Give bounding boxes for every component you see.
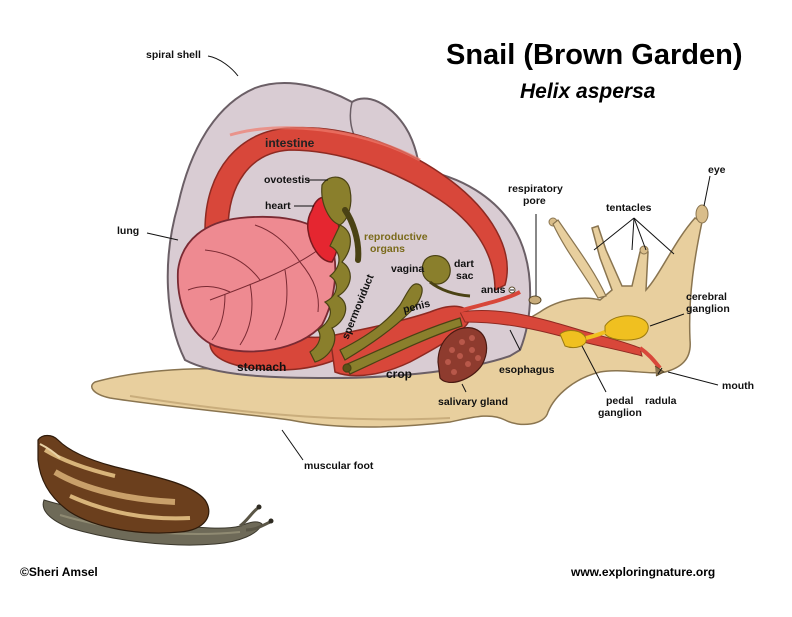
diagram-title: Snail (Brown Garden) [446,39,742,71]
label-pedal: pedal [606,395,634,407]
label-anus: anus [481,284,506,296]
label-organs: organs [370,243,405,255]
label-reproductive: reproductive [364,231,428,243]
label-muscular-foot: muscular foot [304,460,374,472]
label-eye: eye [708,164,726,176]
label-sac: sac [456,270,474,282]
copyright-credit: ©Sheri Amsel [20,565,98,579]
label-stomach: stomach [237,360,286,374]
label-pore: pore [523,195,546,207]
website-credit: www.exploringnature.org [570,565,715,579]
eye-stalk-tip [695,204,709,224]
label-dart: dart [454,258,474,270]
penis [344,317,463,375]
reproductive-organs [309,176,471,375]
dart-sac [421,254,451,285]
salivary-gland [437,327,488,383]
snail-photo-illustration [37,434,274,546]
label-lung: lung [117,225,139,237]
diagram-subtitle: Helix aspersa [520,80,656,103]
label-salivary-gland: salivary gland [438,396,508,408]
label-cerebral-ganglion: ganglion [686,303,730,315]
cerebral-ganglion [604,315,649,341]
vagina [339,283,423,361]
label-intestine: intestine [265,136,315,150]
label-tentacles: tentacles [606,202,652,214]
label-spiral-shell: spiral shell [146,49,201,61]
label-vagina: vagina [391,263,424,275]
label-respiratory: respiratory [508,183,563,195]
label-ovotestis: ovotestis [264,174,310,186]
label-heart: heart [265,200,291,212]
label-pedal-ganglion: ganglion [598,407,642,419]
respiratory-pore [528,295,542,305]
intestine [204,126,508,292]
lung [176,215,337,353]
label-esophagus: esophagus [499,364,555,376]
label-crop: crop [386,367,412,381]
leader-lines [146,55,719,461]
spermoviduct [309,224,351,363]
label-cerebral: cerebral [686,291,727,303]
ganglia [559,315,649,349]
label-mouth: mouth [722,380,754,392]
label-radula: radula [645,395,677,407]
esophagus [459,309,643,357]
